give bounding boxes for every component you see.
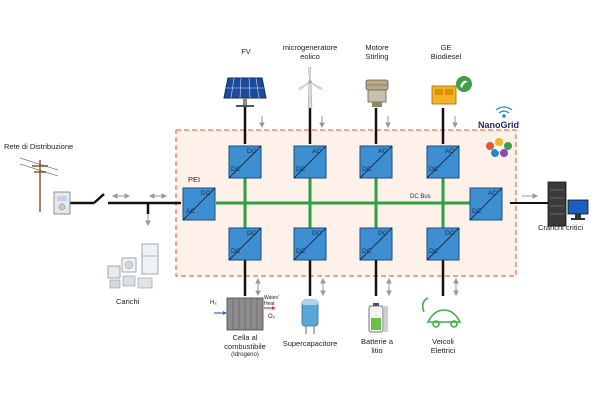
- appliances-icon: [107, 243, 159, 289]
- pei-top-text: DC: [201, 190, 211, 197]
- grid-connection: [68, 193, 181, 214]
- source-label-fv: FV: [241, 47, 251, 56]
- source-label-wind: microgeneratore eolico: [282, 43, 338, 61]
- pei-label: PEI: [188, 175, 201, 184]
- wifi-icon: [495, 106, 513, 118]
- stirling-engine-icon: [365, 79, 389, 107]
- dc-bus-label: DC Bus: [410, 194, 431, 200]
- fuel-cell-icon: [214, 297, 276, 331]
- dc-bus-branches: [243, 178, 445, 230]
- loads-label: Carichi: [116, 297, 140, 306]
- source-arrows: [259, 116, 458, 129]
- source-label-stirling: Motore Stirling: [365, 43, 389, 61]
- conv-top-3-lower: DC: [362, 166, 372, 173]
- conv-top-2-upper: AC: [312, 148, 322, 155]
- conv-bottom-4-lower: DC: [429, 248, 439, 255]
- conv-bottom-1-upper: DC: [247, 230, 257, 237]
- storage-arrows: [255, 277, 459, 297]
- source-lines: [243, 106, 445, 144]
- conv-top-1-lower: DC: [231, 166, 241, 173]
- biodiesel-generator-icon: [431, 76, 472, 105]
- power-pole-icon: [19, 157, 59, 212]
- conv-bottom-3-upper: DC: [378, 230, 388, 237]
- conv-bottom-3-lower: DC: [362, 248, 372, 255]
- grid-flow-arrows: [111, 193, 168, 227]
- conv-bottom-2-upper: DC: [312, 230, 322, 237]
- fuel-cell-label: Cella al combustibile: [224, 333, 266, 351]
- source-label-ge: GE Biodiesel: [430, 43, 462, 61]
- converter-top-3: [359, 145, 393, 179]
- converter-top-1: [228, 145, 262, 179]
- supercapacitor-label: Supercapacitore: [282, 339, 338, 348]
- converter-right: [469, 187, 503, 221]
- fuel-cell-h2-label: H₂: [210, 300, 217, 306]
- storage-lines: [243, 258, 445, 296]
- fuel-cell-sublabel: (Idrogeno): [231, 352, 259, 358]
- converter-top-4: [426, 145, 460, 179]
- converter-bottom-2: [293, 227, 327, 261]
- converter-top-2: [293, 145, 327, 179]
- converter-bottom-1: [228, 227, 262, 261]
- conv-bottom-2-lower: DC: [296, 248, 306, 255]
- conv-top-3-upper: AC: [378, 148, 388, 155]
- electric-vehicle-icon: [421, 297, 462, 328]
- pei-bottom-text: AC: [186, 208, 196, 215]
- conv-top-2-lower: DC: [296, 166, 306, 173]
- wind-turbine-icon: [298, 66, 323, 109]
- solar-panel-icon: [223, 77, 267, 107]
- server-rack-icon: [547, 181, 567, 227]
- supercapacitor-icon: [301, 299, 319, 334]
- fuel-cell-o2-label: O₂: [268, 314, 275, 320]
- pei-converter: [182, 187, 216, 221]
- nanogrid-devices-icon: [486, 138, 512, 157]
- nanogrid-brand: NanoGrid: [478, 120, 520, 130]
- converter-bottom-3: [359, 227, 393, 261]
- conv-top-1-upper: DC: [247, 148, 257, 155]
- ev-label: Veicoli Elettrici: [430, 337, 456, 355]
- conv-right-upper: AC: [488, 190, 498, 197]
- conv-bottom-1-lower: DC: [231, 248, 241, 255]
- critical-loads-label: Crarichi critici: [538, 223, 583, 232]
- battery-label: Batterie a litio: [360, 337, 394, 355]
- conv-bottom-4-upper: DC: [445, 230, 455, 237]
- monitor-icon: [567, 199, 589, 220]
- battery-icon: [368, 303, 388, 333]
- meter-icon: [53, 191, 71, 215]
- conv-top-4-upper: AC: [445, 148, 455, 155]
- grid-label: Rete di Distribuzione: [4, 142, 74, 151]
- conv-right-lower: DC: [472, 208, 482, 215]
- conv-top-4-lower: DC: [429, 166, 439, 173]
- converter-bottom-4: [426, 227, 460, 261]
- critical-flow-arrow: [522, 193, 539, 199]
- fuel-cell-water-label: Water/ Heat: [264, 295, 279, 307]
